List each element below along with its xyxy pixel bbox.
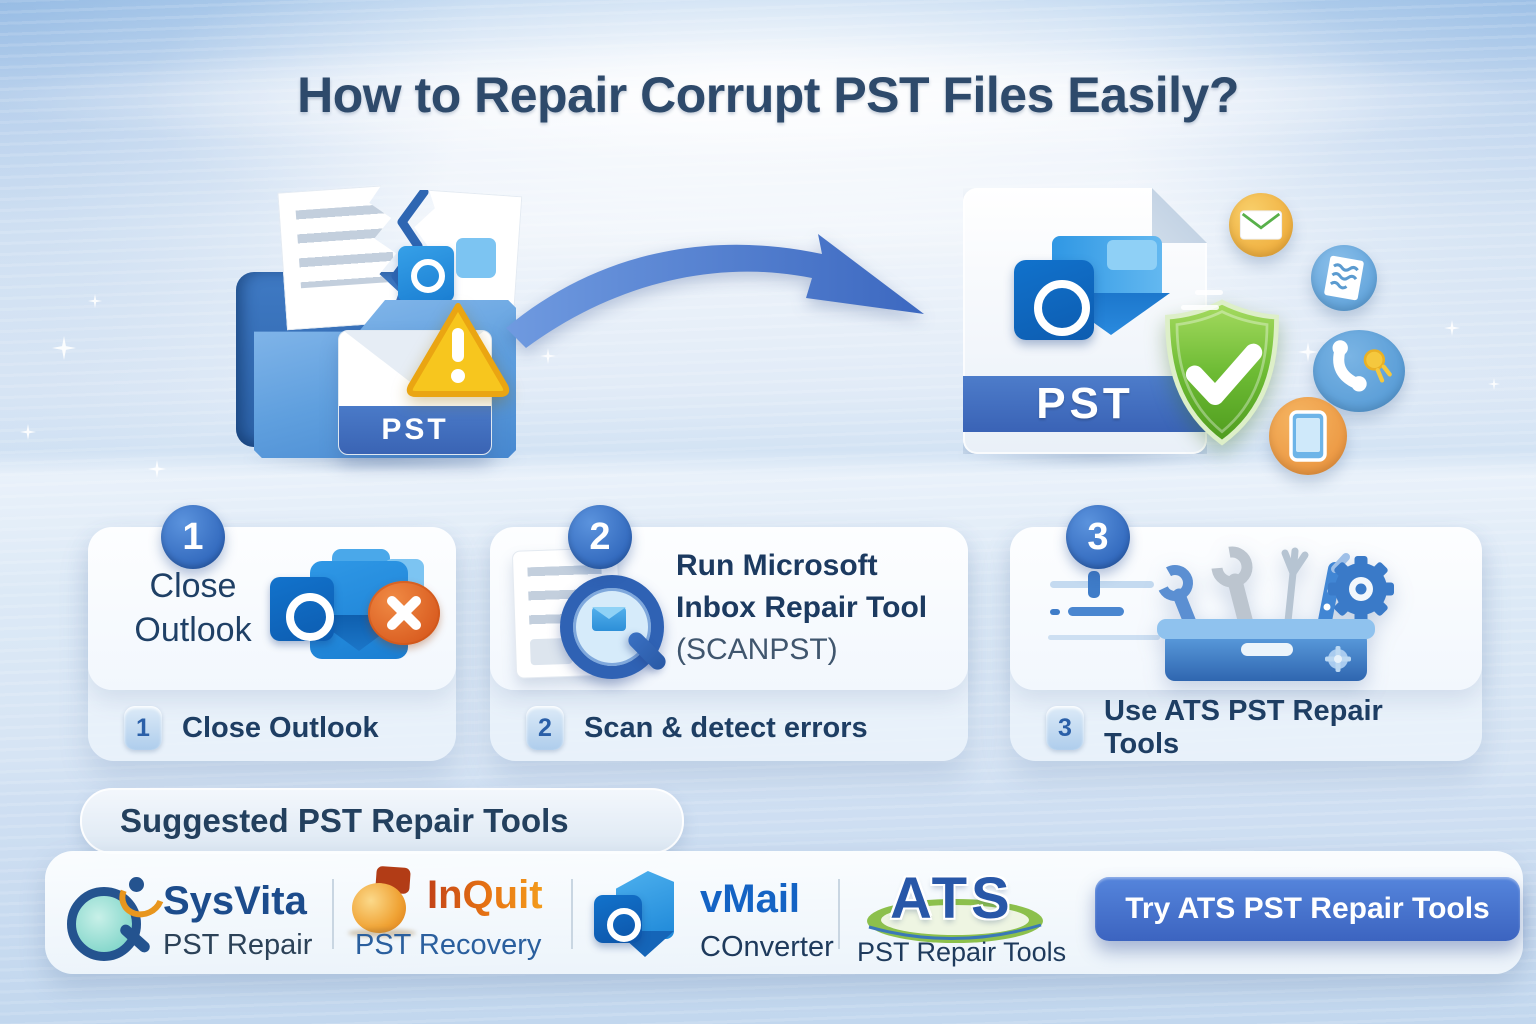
gear-icon <box>1328 556 1394 622</box>
title-glow <box>0 38 1536 158</box>
outlook-tile <box>1107 240 1157 270</box>
step-3-badge: 3 <box>1066 505 1130 569</box>
step-card-3-top <box>1010 527 1482 690</box>
toolbox-gear-deco <box>1325 646 1351 672</box>
suggested-tools-panel: SysVita PST Repair InQuit PST Recovery v… <box>45 851 1523 974</box>
warning-icon <box>406 303 510 397</box>
motion-dash <box>1195 290 1223 295</box>
step-3-caption-badge: 3 <box>1046 706 1084 750</box>
step-2-badge: 2 <box>568 505 632 569</box>
sparkle-icon <box>148 460 166 478</box>
scan-document-icon <box>508 547 669 679</box>
tool-tagline-ats: PST Repair Tools <box>857 937 1067 967</box>
repaired-pst-file-icon: PST <box>955 185 1415 475</box>
sparkle-icon <box>88 294 102 308</box>
step-card-3: 3 3 Use ATS PST Repair Tools <box>1010 505 1482 761</box>
toolbox-icon <box>1157 546 1394 681</box>
tool-tagline-sysvita: PST Repair <box>163 929 313 961</box>
step-2-line-1: Run Microsoft <box>676 549 878 582</box>
pst-label: PST <box>963 376 1207 432</box>
step-card-2: Run Microsoft Inbox Repair Tool (SCANPST… <box>490 505 968 761</box>
step-1-caption-badge: 1 <box>124 706 162 750</box>
step-card-1-top: Close Outlook <box>88 527 456 690</box>
broken-pst-folder-icon: PST <box>230 180 530 472</box>
step-2-caption: Scan & detect errors <box>584 711 868 744</box>
outlook-tile <box>456 238 496 278</box>
notes-icon <box>1311 245 1377 311</box>
lens-envelope <box>592 607 626 631</box>
page-title: How to Repair Corrupt PST Files Easily? <box>297 67 1239 123</box>
suggested-tools-heading-text: Suggested PST Repair Tools <box>120 802 569 839</box>
step-card-2-top: Run Microsoft Inbox Repair Tool (SCANPST… <box>490 527 968 690</box>
close-x-icon <box>368 581 440 645</box>
suggested-tools-heading: Suggested PST Repair Tools <box>80 788 684 854</box>
tool-name-vmail: vMail <box>700 877 801 921</box>
pst-label: PST <box>339 406 491 454</box>
tool-name-inquit: InQuit <box>427 873 543 917</box>
mail-icon <box>1229 193 1293 257</box>
tool-tagline-vmail: COnverter <box>700 931 834 963</box>
sparkle-icon <box>1488 378 1500 390</box>
device-icon <box>1269 397 1347 475</box>
tool-tagline-inquit: PST Recovery <box>355 929 542 961</box>
motion-dash <box>1181 305 1219 310</box>
step-1-title: Close Outlook <box>134 567 252 649</box>
divider <box>332 879 334 949</box>
outlook-cube-icon <box>594 869 686 961</box>
step-3-caption: Use ATS PST Repair Tools <box>1104 695 1383 760</box>
sparkle-icon <box>20 424 36 440</box>
shadow <box>348 929 416 937</box>
magnifier-swirl-icon <box>67 867 172 961</box>
step-2-line-2: Inbox Repair Tool <box>676 591 928 624</box>
step-1-caption: Close Outlook <box>182 711 379 744</box>
orange-ball <box>352 883 406 933</box>
sliders-icon <box>1048 571 1160 640</box>
tool-name-ats: ATS <box>890 866 1014 931</box>
step-card-1: Close Outlook 1 1 Close Outlook <box>88 505 456 761</box>
arrow-icon <box>506 234 924 348</box>
magnifier-lens <box>67 887 141 961</box>
orange-swirl-icon <box>348 865 422 945</box>
shield-check-icon <box>1165 299 1279 446</box>
step-2-line-3: (SCANPST) <box>676 633 838 666</box>
tool-name-sysvita: SysVita <box>163 879 307 923</box>
outlook-o-ring <box>286 593 334 641</box>
page-fold <box>1152 188 1207 243</box>
outlook-o-ring <box>1034 280 1090 336</box>
swirl-dot <box>129 877 144 892</box>
divider <box>571 879 573 949</box>
step-2-caption-badge: 2 <box>526 706 564 750</box>
green-ellipse-icon <box>867 899 1043 943</box>
outlook-close-icon <box>270 549 442 673</box>
outlook-o-ring <box>411 259 445 293</box>
sparkle-icon <box>52 336 76 360</box>
phone-icon <box>1313 330 1405 412</box>
step-2-title: Run Microsoft Inbox Repair Tool (SCANPST… <box>676 545 927 671</box>
step-3-caption-row: 3 Use ATS PST Repair Tools <box>1046 695 1466 760</box>
sparkle-icon <box>1444 320 1460 336</box>
divider <box>838 879 840 949</box>
document-lines <box>296 204 395 288</box>
step-2-caption-row: 2 Scan & detect errors <box>526 703 952 753</box>
outlook-o-ring <box>607 908 641 942</box>
try-ats-button[interactable]: Try ATS PST Repair Tools <box>1095 877 1520 941</box>
step-1-badge: 1 <box>161 505 225 569</box>
step-1-caption-row: 1 Close Outlook <box>124 703 440 753</box>
